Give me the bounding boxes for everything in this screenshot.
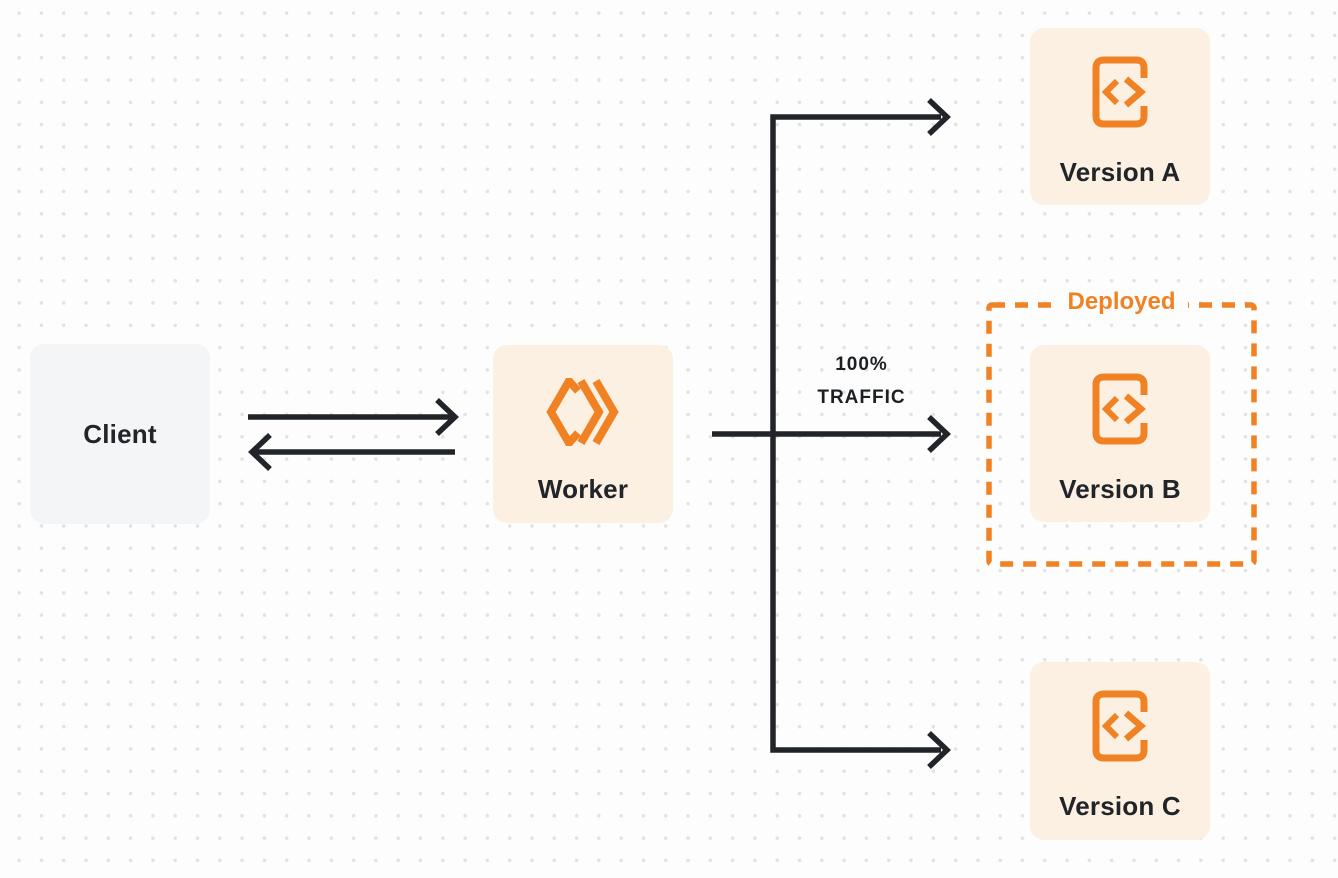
worker-node: Worker	[493, 345, 673, 523]
deployed-badge: Deployed	[1055, 287, 1188, 317]
version-c-node: Version C	[1030, 662, 1210, 840]
code-file-icon	[1092, 56, 1148, 128]
version-c-label: Version C	[1059, 791, 1181, 821]
code-file-icon	[1092, 373, 1148, 445]
deployed-group: Deployed	[986, 287, 1257, 567]
version-a-label: Version A	[1059, 157, 1181, 187]
traffic-word: TRAFFIC	[817, 387, 906, 408]
client-node: Client	[30, 344, 210, 524]
arrowhead-left-icon	[247, 433, 272, 471]
traffic-label: 100% TRAFFIC	[773, 348, 950, 414]
version-b-node: Version B	[1030, 345, 1210, 522]
arrowhead-version-c-icon	[927, 731, 952, 769]
cloudflare-workers-icon	[546, 378, 619, 446]
client-label: Client	[83, 419, 157, 449]
version-b-label: Version B	[1059, 474, 1181, 504]
arrowhead-right-icon	[435, 398, 460, 436]
version-a-node: Version A	[1030, 28, 1210, 205]
worker-label: Worker	[537, 474, 629, 504]
arrowhead-version-a-icon	[927, 98, 952, 136]
deployed-dashed-border	[986, 302, 1257, 567]
traffic-percent: 100%	[835, 354, 888, 375]
arrowhead-version-b-icon	[927, 415, 952, 453]
code-file-icon	[1092, 690, 1148, 762]
